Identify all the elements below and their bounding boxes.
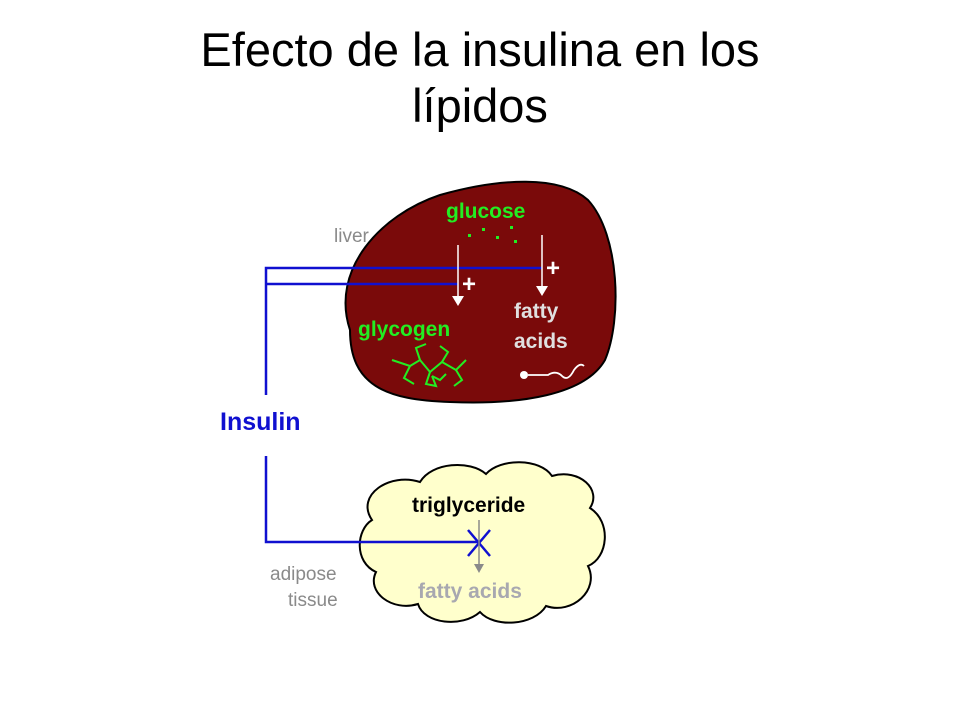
triglyceride-label: triglyceride (412, 494, 525, 517)
fatty-acids-adipose-label: fatty acids (418, 580, 522, 603)
plus-sign-glycogen: + (462, 271, 476, 298)
glucose-dots (468, 226, 517, 243)
acids-label: acids (514, 330, 568, 353)
arrowhead-adipose (474, 564, 484, 573)
insulin-line-to-fatty-acids (264, 266, 542, 395)
title-line-2: lípidos (412, 79, 548, 132)
insulin-line-to-adipose (264, 456, 480, 544)
insulin-label: Insulin (220, 408, 301, 436)
arrowhead-fatty-acids (536, 286, 548, 296)
liver-shape (344, 180, 617, 404)
fatty-label: fatty (514, 300, 559, 323)
liver-label: liver (334, 226, 370, 247)
slide-title: Efecto de la insulina en los lípidos (0, 22, 960, 134)
arrowhead-glycogen (452, 296, 464, 306)
adipose-label: adipose (270, 564, 337, 585)
insulin-pathway-lines (264, 266, 542, 544)
title-line-1: Efecto de la insulina en los (200, 23, 760, 76)
fatty-acid-molecule-icon (520, 363, 585, 379)
glycogen-structure-icon (391, 343, 467, 388)
glycogen-label: glycogen (358, 318, 450, 341)
plus-sign-fatty-acids: + (546, 255, 560, 282)
glucose-label: glucose (446, 200, 525, 223)
liver-arrows (457, 235, 543, 298)
adipose-tissue-shape (358, 461, 606, 624)
tissue-label: tissue (288, 590, 338, 611)
